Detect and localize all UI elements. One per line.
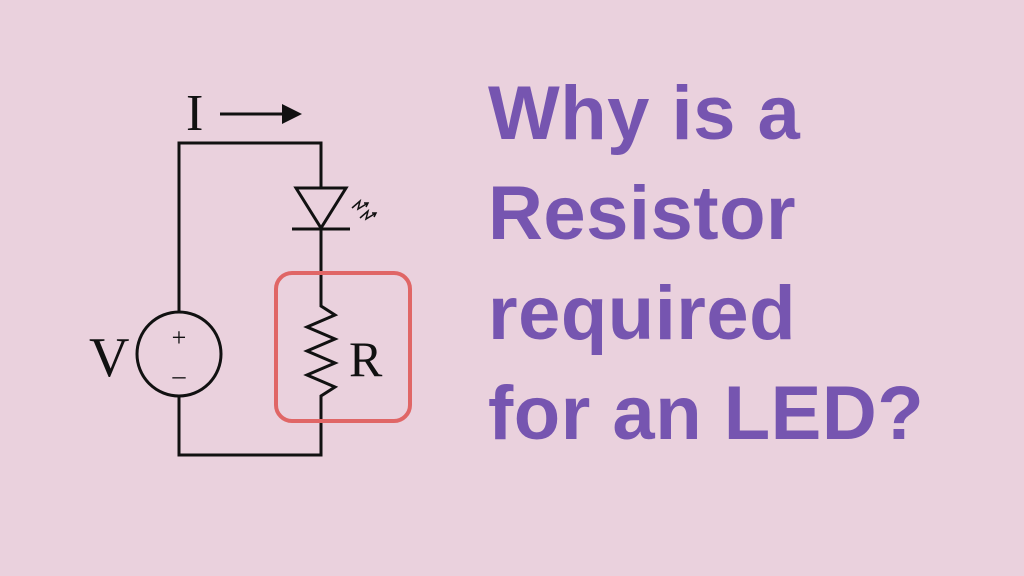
headline-line-4: for an LED?: [488, 371, 925, 456]
plus-sign: +: [172, 323, 187, 352]
headline-line-1: Why is a: [488, 71, 801, 156]
minus-sign: –: [172, 361, 187, 390]
headline: Why is a Resistor required for an LED?: [488, 64, 1008, 464]
headline-line-2: Resistor: [488, 171, 797, 256]
resistor-icon: [303, 300, 339, 404]
current-arrow-icon: [220, 104, 302, 124]
resistor-highlight-box: [274, 271, 412, 423]
light-emission-arrows-icon: [351, 198, 378, 221]
resistor-label: R: [349, 331, 383, 387]
voltage-source-icon: + –: [135, 310, 223, 398]
voltage-label: V: [89, 327, 129, 389]
led-triangle: [293, 186, 349, 231]
circuit-wires: [177, 141, 323, 457]
led-circuit-diagram: + – V R I: [89, 85, 412, 457]
headline-line-3: required: [488, 271, 797, 356]
led-icon: [292, 186, 378, 231]
current-label: I: [186, 85, 203, 142]
